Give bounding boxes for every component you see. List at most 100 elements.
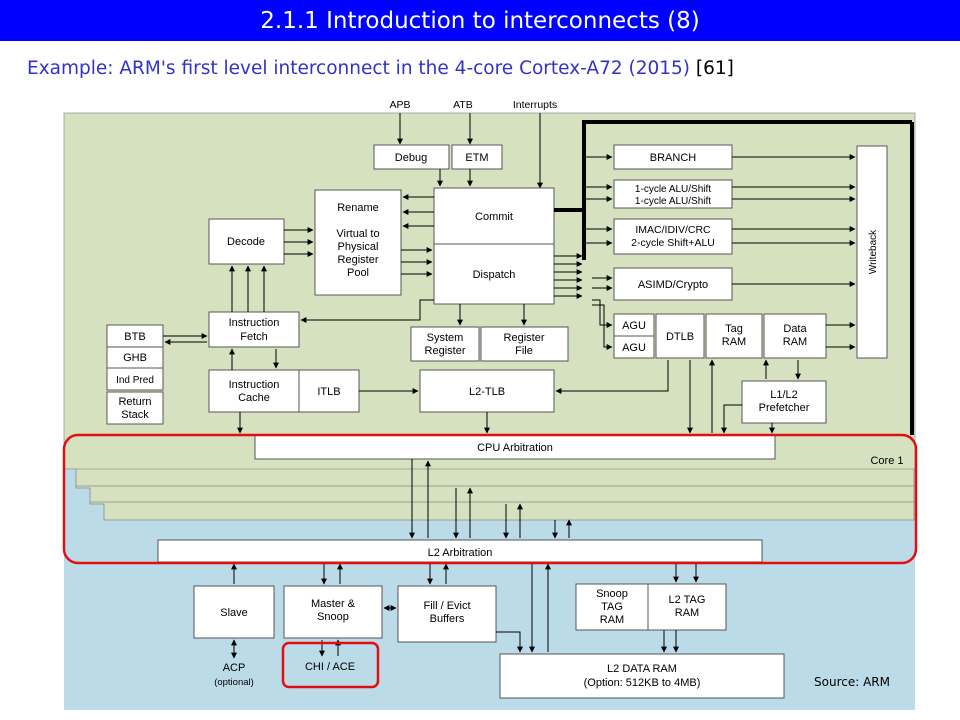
snoop-tag-ram-line-1: Snoop (596, 588, 628, 600)
data-ram-line-2: RAM (783, 336, 807, 348)
etm-label: ETM (465, 152, 488, 164)
master-snoop-line-1: Master & (311, 598, 356, 610)
etm-block (451, 144, 503, 170)
alu-line-2: 1-cycle ALU/Shift (635, 196, 711, 207)
snoop-tag-ram-line-2: TAG (601, 601, 623, 613)
prefetcher-line-1: L1/L2 (770, 389, 798, 401)
return-stack-line-2: Stack (121, 409, 149, 421)
prefetcher-line-2: Prefetcher (759, 402, 810, 414)
interconnect-highlight (62, 433, 918, 565)
tag-ram-line-2: RAM (722, 336, 746, 348)
virtual-pool-line-3: Register (338, 254, 379, 266)
dtlb-label: DTLB (666, 331, 694, 343)
system-register-block (410, 326, 480, 362)
apb-label: APB (389, 99, 410, 111)
acp-note: (optional) (214, 677, 254, 688)
chi-ace-label: CHI / ACE (305, 661, 355, 673)
imac-line-2: 2-cycle Shift+ALU (631, 237, 715, 249)
btb-label: BTB (124, 331, 145, 343)
instruction-cache-line-2: Cache (238, 392, 270, 404)
fill-evict-block (397, 585, 497, 643)
l2-tag-ram-line-1: L2 TAG (669, 594, 706, 606)
source-label: Source: ARM (814, 675, 890, 689)
cpu-arbitration-label: CPU Arbitration (477, 442, 553, 454)
commit-label: Commit (475, 211, 513, 223)
subtitle-text: Example: ARM's first level interconnect … (27, 58, 691, 79)
dtlb-block (655, 313, 705, 359)
prefetcher-block (741, 380, 827, 424)
asimd-block (613, 267, 733, 301)
agu-2-label: AGU (622, 342, 646, 354)
alu-block (613, 179, 733, 209)
cpu-arbitration-block (254, 434, 776, 460)
virtual-pool-line-4: Pool (347, 267, 369, 279)
atb-label: ATB (453, 99, 473, 111)
agu-2-block (613, 335, 655, 359)
instruction-cache-block (208, 369, 300, 413)
tag-ram-line-1: Tag (725, 323, 743, 335)
system-register-line-1: System (427, 332, 464, 344)
itlb-label: ITLB (317, 386, 340, 398)
system-register-line-2: Register (425, 345, 466, 357)
cortex-a72-block-diagram: APB ATB Interrupts (62, 99, 918, 710)
virtual-pool-line-2: Physical (338, 241, 379, 253)
l2-tag-ram-line-2: RAM (675, 607, 699, 619)
ind-pred-block (106, 367, 164, 391)
master-snoop-block (283, 585, 383, 639)
asimd-label: ASIMD/Crypto (638, 279, 708, 291)
l2-tag-ram-block (647, 583, 727, 631)
return-stack-block (106, 391, 164, 425)
reference-tag: [61] (695, 58, 734, 79)
decode-label: Decode (227, 236, 265, 248)
return-stack-line-1: Return (118, 396, 151, 408)
instruction-cache-line-1: Instruction (229, 379, 280, 391)
imac-line-1: IMAC/IDIV/CRC (635, 224, 711, 236)
core-stack-shadow (64, 467, 915, 521)
writeback-label: Writeback (868, 229, 879, 274)
instruction-fetch-line-2: Fetch (240, 331, 268, 343)
register-file-block (480, 326, 569, 362)
slide-subtitle: Example: ARM's first level interconnect … (27, 58, 957, 79)
l2-tlb-block (419, 369, 555, 413)
rename-block (314, 189, 402, 296)
fill-evict-line-1: Fill / Evict (423, 600, 470, 612)
fill-evict-line-2: Buffers (430, 613, 465, 625)
l2-data-ram-note: (Option: 512KB to 4MB) (584, 677, 701, 689)
chi-ace-highlight (281, 641, 380, 689)
slide-title: 2.1.1 Introduction to interconnects (8) (260, 7, 700, 34)
dispatch-label: Dispatch (473, 269, 516, 281)
imac-block (613, 218, 733, 255)
instruction-fetch-line-1: Instruction (229, 317, 280, 329)
register-file-line-2: File (515, 345, 533, 357)
ind-pred-label: Ind Pred (116, 375, 154, 386)
snoop-tag-ram-block (575, 583, 649, 631)
agu-1-label: AGU (622, 320, 646, 332)
instruction-fetch-block (208, 311, 300, 348)
virtual-pool-line-1: Virtual to (336, 228, 379, 240)
debug-block (373, 144, 450, 170)
l2-tlb-label: L2-TLB (469, 386, 505, 398)
slave-label: Slave (220, 607, 248, 619)
core-label: Core 1 (870, 455, 903, 467)
master-snoop-line-2: Snoop (317, 611, 349, 623)
data-ram-block (763, 313, 827, 359)
branch-block (613, 144, 733, 170)
acp-label: ACP (223, 662, 246, 674)
snoop-tag-ram-line-3: RAM (600, 614, 624, 626)
interrupts-label: Interrupts (513, 99, 557, 111)
slave-block (193, 585, 275, 639)
data-ram-line-1: Data (783, 323, 807, 335)
register-file-line-1: Register (504, 332, 545, 344)
tag-ram-block (705, 313, 763, 359)
commit-block (433, 187, 555, 245)
alu-line-1: 1-cycle ALU/Shift (635, 184, 711, 195)
dispatch-block (433, 243, 555, 305)
l2-arbitration-label: L2 Arbitration (428, 547, 493, 559)
rename-label: Rename (337, 202, 379, 214)
title-bar: 2.1.1 Introduction to interconnects (8) (0, 0, 960, 41)
ghb-label: GHB (123, 352, 147, 364)
l2-data-ram-label: L2 DATA RAM (607, 663, 677, 675)
l2-data-ram-block (499, 653, 785, 699)
debug-label: Debug (395, 152, 427, 164)
branch-label: BRANCH (650, 152, 697, 164)
